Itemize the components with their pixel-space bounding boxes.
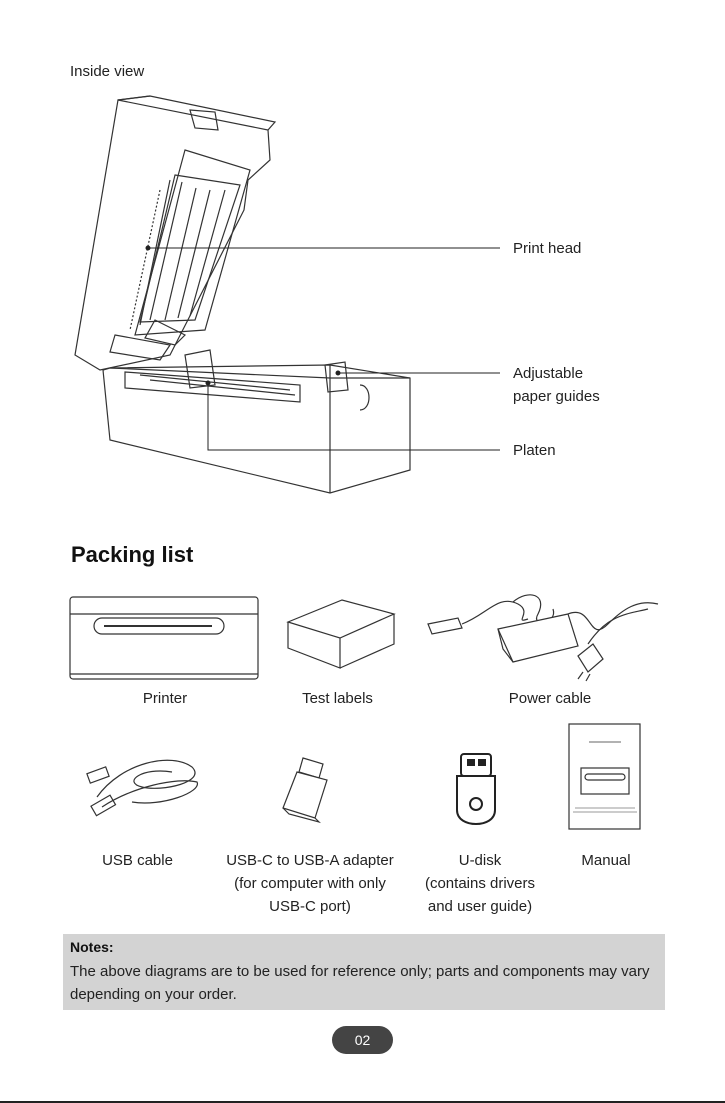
page-number: 02 bbox=[332, 1026, 393, 1054]
test-labels-image bbox=[286, 599, 396, 669]
item-label-printer: Printer bbox=[142, 690, 188, 707]
callout-guides-line2: paper guides bbox=[513, 388, 600, 405]
power-cable-image bbox=[427, 594, 659, 682]
u-disk-image bbox=[456, 753, 496, 826]
callout-platen: Platen bbox=[513, 442, 556, 459]
callout-guides-line1: Adjustable bbox=[513, 365, 584, 382]
notes-box: Notes: The above diagrams are to be used… bbox=[63, 934, 665, 1010]
printer-inside-illustration bbox=[74, 95, 500, 494]
item-label-power-cable: Power cable bbox=[508, 690, 592, 707]
inside-view-title: Inside view bbox=[70, 63, 145, 80]
manual-image bbox=[568, 723, 641, 830]
item-label-manual: Manual bbox=[581, 852, 631, 869]
usb-adapter-image bbox=[282, 757, 328, 824]
notes-title: Notes: bbox=[70, 939, 114, 955]
callout-print-head: Print head bbox=[513, 240, 582, 257]
item-label-udisk-line1: U-disk bbox=[458, 852, 502, 869]
notes-text: The above diagrams are to be used for re… bbox=[70, 963, 650, 1003]
usb-cable-image bbox=[86, 759, 198, 817]
item-label-usb-cable: USB cable bbox=[102, 852, 173, 869]
item-label-udisk-line2: (contains drivers bbox=[424, 875, 536, 892]
item-label-adapter-line2: (for computer with only bbox=[234, 875, 386, 892]
bottom-rule bbox=[0, 1101, 725, 1103]
item-label-test-labels: Test labels bbox=[302, 690, 373, 707]
packing-list-title: Packing list bbox=[71, 542, 194, 567]
item-label-adapter-line3: USB-C port) bbox=[269, 898, 351, 915]
printer-image bbox=[69, 596, 259, 680]
item-label-udisk-line3: and user guide) bbox=[427, 898, 533, 915]
item-label-adapter-line1: USB-C to USB-A adapter bbox=[226, 852, 394, 869]
